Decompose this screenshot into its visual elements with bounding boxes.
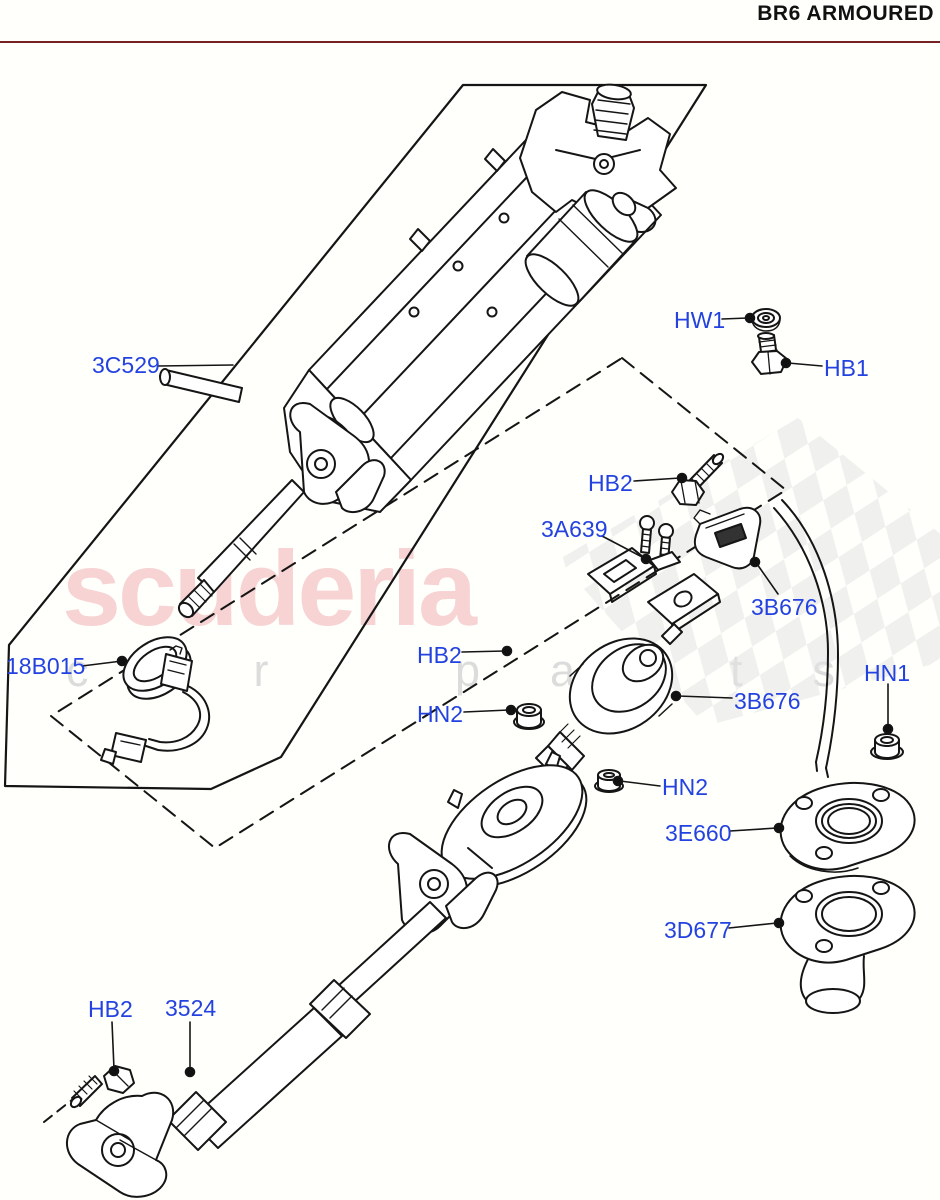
part-label-HB2-bottom[interactable]: HB2 bbox=[88, 996, 133, 1022]
part-label-HB1[interactable]: HB1 bbox=[824, 355, 869, 381]
part-label-3524[interactable]: 3524 bbox=[165, 995, 217, 1021]
part-drawing-18B015 bbox=[100, 636, 210, 765]
part-drawing-3B676-lower bbox=[535, 623, 683, 779]
part-label-3E660[interactable]: 3E660 bbox=[665, 820, 732, 846]
part-drawing-3E660 bbox=[779, 781, 916, 873]
part-label-18B015[interactable]: 18B015 bbox=[6, 653, 86, 679]
harness-cable bbox=[773, 499, 839, 778]
page-title: BR6 ARMOURED bbox=[757, 2, 934, 25]
part-label-3D677[interactable]: 3D677 bbox=[664, 917, 732, 943]
part-drawing-HW1 bbox=[751, 308, 781, 332]
assembly-boundary-box bbox=[3, 83, 708, 791]
part-drawing-HN2-left bbox=[513, 703, 545, 730]
part-drawing-3524 bbox=[43, 901, 447, 1198]
part-drawing-3C529 bbox=[159, 83, 677, 619]
part-label-3B676-upper[interactable]: 3B676 bbox=[751, 594, 818, 620]
header-rule bbox=[0, 41, 940, 43]
part-drawing-HN1 bbox=[870, 733, 904, 760]
part-label-HB2-upper[interactable]: HB2 bbox=[588, 470, 633, 496]
part-label-HN2-right[interactable]: HN2 bbox=[662, 774, 709, 800]
part-label-HW1[interactable]: HW1 bbox=[674, 307, 726, 333]
part-label-3B676-lower[interactable]: 3B676 bbox=[734, 688, 801, 714]
part-label-HB2-mid[interactable]: HB2 bbox=[417, 642, 462, 668]
part-label-3C529[interactable]: 3C529 bbox=[92, 352, 160, 378]
lower-column-flange bbox=[388, 751, 588, 935]
leader-lines bbox=[81, 312, 894, 1078]
sub-assembly-dashed-box bbox=[50, 357, 787, 849]
part-drawing-3A639 bbox=[587, 515, 721, 633]
part-drawing-3B676-upper bbox=[693, 506, 762, 570]
part-label-HN2-left[interactable]: HN2 bbox=[417, 701, 464, 727]
part-label-3A639[interactable]: 3A639 bbox=[541, 516, 608, 542]
part-drawing-3D677 bbox=[779, 874, 916, 1014]
watermark-brand: scuderia bbox=[62, 530, 477, 648]
part-label-HN1[interactable]: HN1 bbox=[864, 660, 911, 686]
part-drawing-HB1 bbox=[751, 332, 788, 375]
